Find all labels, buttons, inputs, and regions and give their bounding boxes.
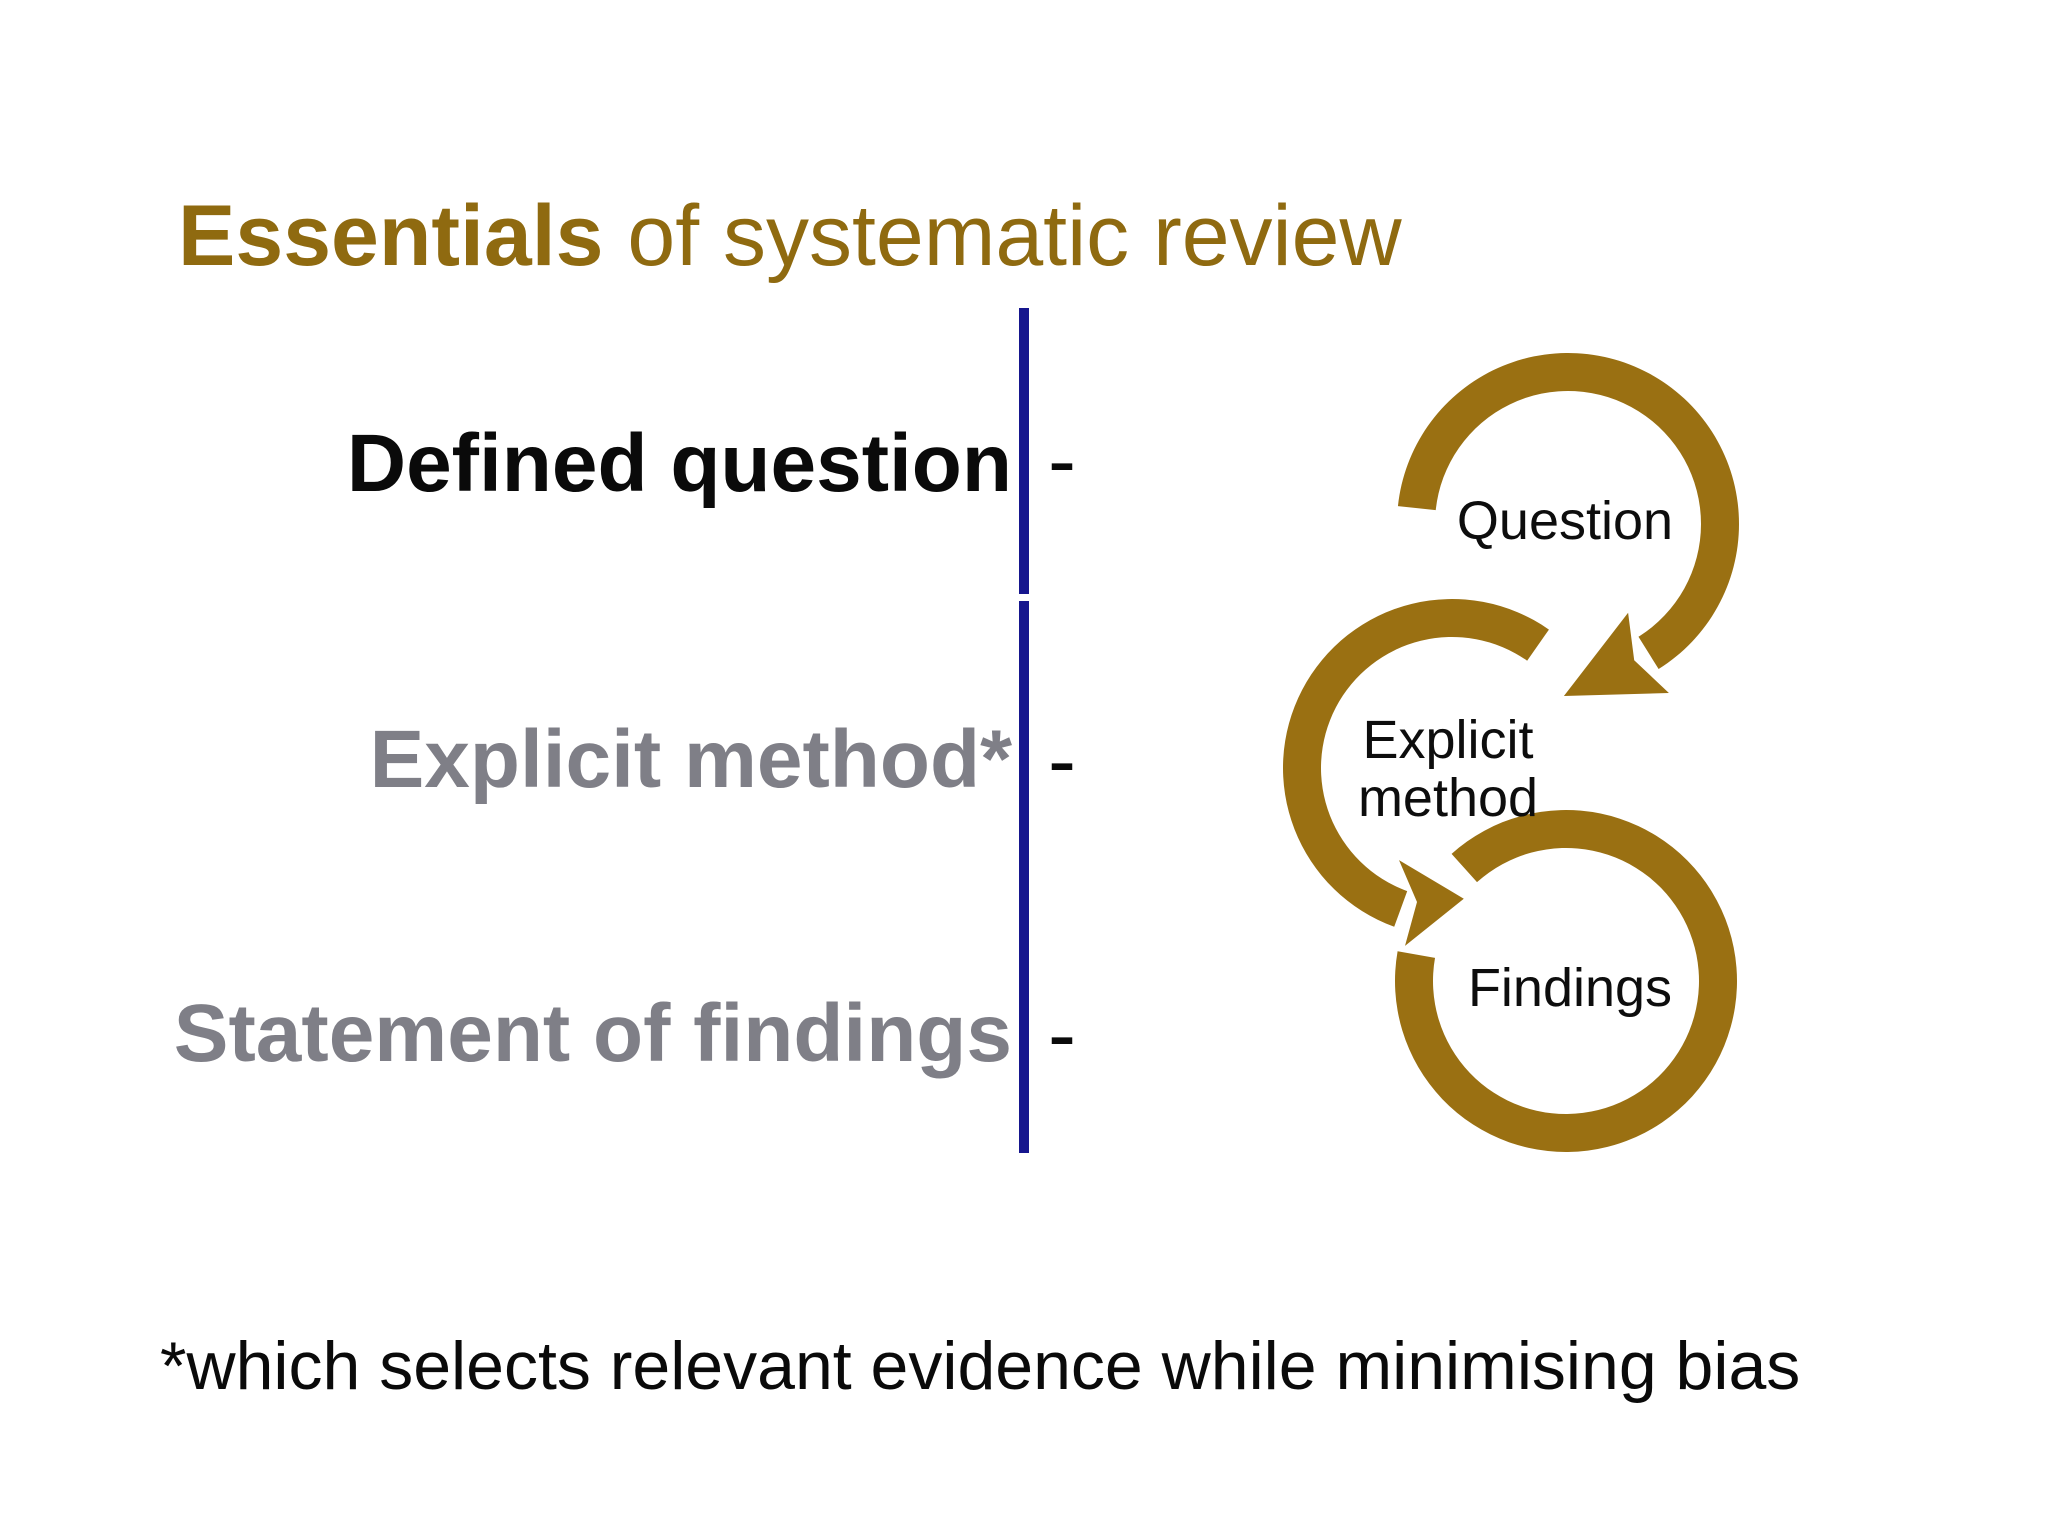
findings-ring-label: Findings — [1468, 958, 1672, 1018]
question-ring-label: Question — [1457, 491, 1673, 551]
divider-line-bottom — [1019, 601, 1029, 1153]
page-title-emphasis: Essentials — [178, 188, 604, 284]
list-item-defined-question: Defined question — [346, 418, 1012, 509]
list-item-statement-of-findings: Statement of findings — [173, 988, 1012, 1079]
dash-mark: - — [1048, 987, 1076, 1081]
explicit-method-ring-arrow — [1283, 599, 1549, 927]
question-arrowhead-icon — [1563, 612, 1669, 696]
page-title-rest: of systematic review — [603, 188, 1402, 284]
dash-mark: - — [1048, 413, 1076, 507]
footnote: *which selects relevant evidence while m… — [160, 1328, 1801, 1404]
divider-line-top — [1019, 308, 1029, 594]
page-title: Essentials of systematic review — [178, 190, 1402, 282]
explicit-method-arrowhead-icon — [1399, 860, 1464, 946]
explicit-method-ring-label-line2: method — [1358, 768, 1538, 828]
explicit-method-ring-label-line1: Explicit — [1362, 710, 1533, 770]
dash-mark: - — [1048, 713, 1076, 807]
list-item-explicit-method: Explicit method* — [369, 714, 1012, 805]
